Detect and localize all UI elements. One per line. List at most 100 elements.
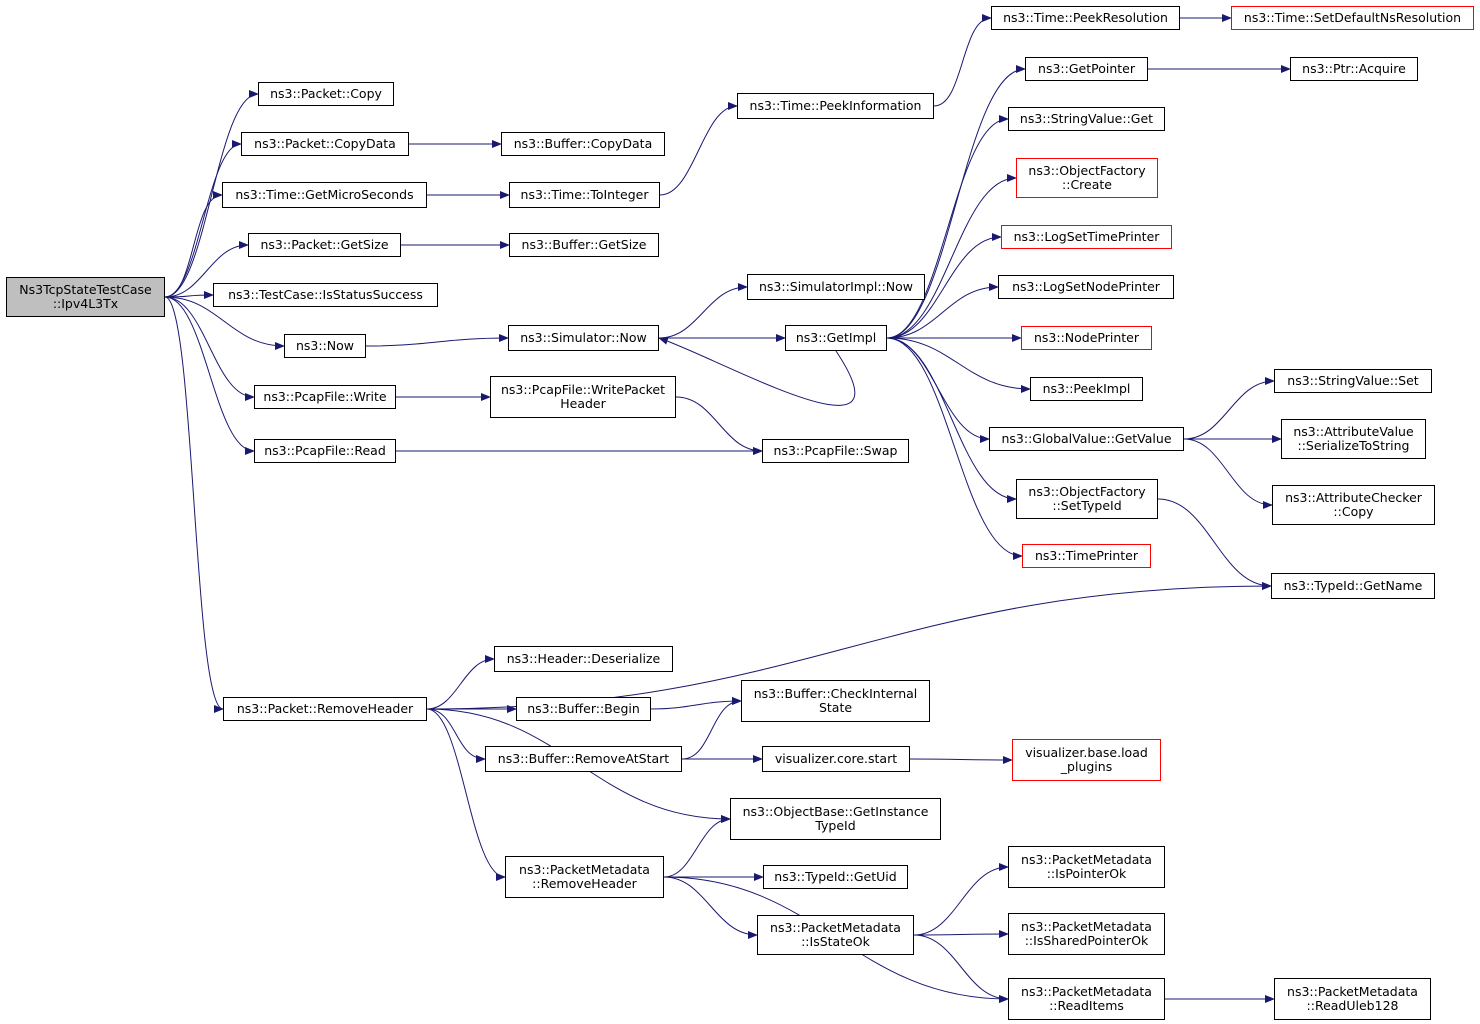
edge-getimpl-to-timeprinter [886, 337, 1023, 560]
node-label: ::RemoveHeader [532, 876, 637, 891]
node-peekimpl[interactable]: ns3::PeekImpl [1030, 377, 1143, 401]
node-nodeprinter[interactable]: ns3::NodePrinter [1021, 326, 1152, 350]
edge-time-peekinformation-to-time-peekresolution [933, 14, 992, 107]
node-getpointer[interactable]: ns3::GetPointer [1025, 57, 1148, 81]
node-label: ns3::GlobalValue::GetValue [1001, 431, 1172, 446]
node-objectfactory-create[interactable]: ns3::ObjectFactory::Create [1016, 158, 1158, 198]
node-packet-removeheader[interactable]: ns3::Packet::RemoveHeader [223, 697, 427, 721]
node-logsettimeprinter[interactable]: ns3::LogSetTimePrinter [1001, 225, 1172, 249]
node-packetmetadata-readitems[interactable]: ns3::PacketMetadata::ReadItems [1008, 978, 1165, 1020]
node-ptr-acquire[interactable]: ns3::Ptr::Acquire [1290, 57, 1418, 81]
node-label: ns3::AttributeChecker [1285, 490, 1422, 505]
edge-getimpl-to-stringvalue-get [886, 115, 1009, 339]
node-pcapfile-write[interactable]: ns3::PcapFile::Write [254, 385, 396, 409]
node-time-peekresolution[interactable]: ns3::Time::PeekResolution [991, 6, 1180, 30]
node-visualizer-base-load-plugins[interactable]: visualizer.base.load_plugins [1012, 739, 1161, 781]
edge-root-to-now [164, 296, 285, 350]
node-logsetnodeprinter[interactable]: ns3::LogSetNodePrinter [998, 275, 1174, 299]
node-packetmetadata-removeheader[interactable]: ns3::PacketMetadata::RemoveHeader [505, 856, 664, 898]
node-globalvalue-getvalue[interactable]: ns3::GlobalValue::GetValue [989, 427, 1184, 451]
node-header-deserialize[interactable]: ns3::Header::Deserialize [494, 646, 673, 672]
node-label: ns3::Buffer::CopyData [513, 136, 653, 151]
node-label: ::SerializeToString [1297, 438, 1410, 453]
edge-objectfactory-settypeid-to-typeid-getname [1157, 498, 1272, 590]
node-label: ns3::Ptr::Acquire [1302, 61, 1406, 76]
node-simulatorimpl-now[interactable]: ns3::SimulatorImpl::Now [747, 274, 925, 300]
node-packetmetadata-readuleb128[interactable]: ns3::PacketMetadata::ReadUleb128 [1274, 978, 1431, 1020]
node-now[interactable]: ns3::Now [284, 334, 366, 358]
node-buffer-copydata[interactable]: ns3::Buffer::CopyData [501, 132, 665, 156]
node-label: State [818, 700, 853, 715]
node-label: ns3::Time::ToInteger [520, 187, 649, 202]
node-packet-copy[interactable]: ns3::Packet::Copy [258, 82, 394, 106]
node-getimpl[interactable]: ns3::GetImpl [785, 325, 887, 351]
node-visualizer-core-start[interactable]: visualizer.core.start [762, 746, 910, 772]
node-label: _plugins [1060, 759, 1113, 774]
node-label: ::IsPointerOk [1046, 866, 1127, 881]
edge-globalvalue-getvalue-to-stringvalue-set [1183, 377, 1275, 440]
node-timeprinter[interactable]: ns3::TimePrinter [1022, 544, 1151, 568]
node-packet-copydata[interactable]: ns3::Packet::CopyData [241, 132, 409, 156]
node-label: ns3::PcapFile::WritePacket [500, 382, 666, 397]
node-buffer-removeatstart[interactable]: ns3::Buffer::RemoveAtStart [485, 746, 682, 772]
node-label: ns3::TestCase::IsStatusSuccess [228, 287, 423, 302]
edge-packetmetadata-removeheader-to-objectbase-getinstancetypeid [663, 815, 731, 878]
node-packetmetadata-issharedpointerok[interactable]: ns3::PacketMetadata::IsSharedPointerOk [1008, 913, 1165, 955]
node-label: ns3::TimePrinter [1035, 548, 1138, 563]
node-label: ns3::PcapFile::Swap [773, 443, 898, 458]
node-label: ns3::Buffer::CheckInternal [753, 686, 918, 701]
node-label: ns3::Time::SetDefaultNsResolution [1243, 10, 1462, 25]
node-label: ns3::ObjectFactory [1028, 484, 1146, 499]
node-pcapfile-swap[interactable]: ns3::PcapFile::Swap [762, 439, 909, 463]
node-label: Header [560, 396, 606, 411]
edge-root-to-pcapfile-read [164, 296, 255, 455]
node-packetmetadata-isstateok[interactable]: ns3::PacketMetadata::IsStateOk [757, 915, 914, 955]
node-packetmetadata-ispointerok[interactable]: ns3::PacketMetadata::IsPointerOk [1008, 846, 1165, 888]
node-buffer-begin[interactable]: ns3::Buffer::Begin [516, 697, 651, 721]
node-stringvalue-get[interactable]: ns3::StringValue::Get [1008, 107, 1165, 131]
edge-packetmetadata-isstateok-to-packetmetadata-ispointerok [913, 863, 1009, 936]
node-attributevalue-serializetostring[interactable]: ns3::AttributeValue::SerializeToString [1281, 419, 1426, 459]
node-label: ns3::TypeId::GetName [1283, 578, 1423, 593]
node-stringvalue-set[interactable]: ns3::StringValue::Set [1274, 369, 1432, 393]
node-label: ns3::PacketMetadata [1021, 919, 1152, 934]
node-label: ns3::PacketMetadata [770, 920, 901, 935]
node-typeid-getuid[interactable]: ns3::TypeId::GetUid [763, 865, 908, 889]
edge-simulator-now-to-simulatorimpl-now [658, 283, 748, 339]
node-label: ns3::PeekImpl [1042, 381, 1131, 396]
edge-packetmetadata-isstateok-to-packetmetadata-readitems [913, 934, 1009, 1003]
edge-packet-removeheader-to-header-deserialize [426, 655, 495, 710]
edge-packet-removeheader-to-packetmetadata-removeheader [426, 708, 506, 881]
edge-getimpl-to-peekimpl [886, 337, 1031, 393]
node-label: ns3::Buffer::Begin [527, 701, 640, 716]
node-buffer-getsize[interactable]: ns3::Buffer::GetSize [509, 233, 659, 257]
node-attributechecker-copy[interactable]: ns3::AttributeChecker::Copy [1272, 485, 1435, 525]
node-label: Ns3TcpStateTestCase [19, 282, 152, 297]
node-testcase-isstatussuccess[interactable]: ns3::TestCase::IsStatusSuccess [213, 283, 438, 307]
node-time-peekinformation[interactable]: ns3::Time::PeekInformation [737, 93, 934, 119]
edge-buffer-begin-to-buffer-checkinternalstate [650, 697, 742, 710]
node-label: ns3::PacketMetadata [1021, 852, 1152, 867]
node-time-setdefaultnsresolution[interactable]: ns3::Time::SetDefaultNsResolution [1231, 6, 1474, 30]
node-label: ns3::Header::Deserialize [506, 651, 661, 666]
node-label: ::Ipv4L3Tx [52, 296, 119, 311]
edge-root-to-packet-getsize [164, 241, 249, 298]
node-pcapfile-read[interactable]: ns3::PcapFile::Read [254, 439, 396, 463]
node-objectfactory-settypeid[interactable]: ns3::ObjectFactory::SetTypeId [1016, 479, 1158, 519]
node-label: ns3::ObjectBase::GetInstance [742, 804, 929, 819]
node-time-tointeger[interactable]: ns3::Time::ToInteger [509, 182, 660, 208]
node-packet-getsize[interactable]: ns3::Packet::GetSize [248, 233, 401, 257]
node-typeid-getname[interactable]: ns3::TypeId::GetName [1271, 573, 1435, 599]
node-label: ns3::Packet::Copy [270, 86, 382, 101]
edge-root-to-packet-copy [164, 90, 259, 298]
node-simulator-now[interactable]: ns3::Simulator::Now [508, 325, 659, 351]
node-time-getmicroseconds[interactable]: ns3::Time::GetMicroSeconds [222, 182, 427, 208]
edge-root-to-packet-copydata [164, 140, 242, 298]
edge-globalvalue-getvalue-to-attributechecker-copy [1183, 438, 1273, 509]
node-label: ns3::Buffer::RemoveAtStart [497, 751, 670, 766]
edge-getimpl-to-logsettimeprinter [886, 233, 1002, 339]
